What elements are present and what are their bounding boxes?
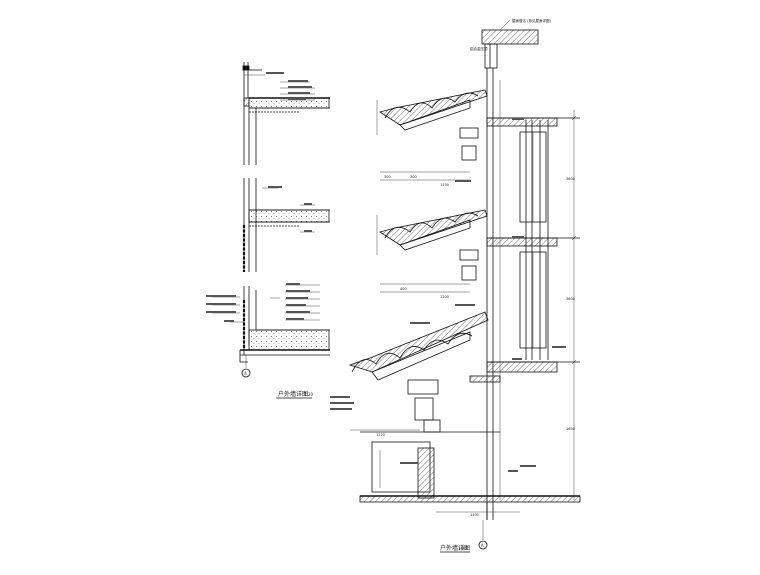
left-annotations [206, 72, 312, 322]
left-grid-mark: A [244, 371, 247, 376]
dim-v-c: 1650 [566, 427, 575, 431]
left-detail-scale: 1:20 [304, 392, 313, 397]
dim-h3: 1220 [376, 433, 385, 437]
dim-h1-a: 300 [384, 175, 391, 179]
dim-h2-a: 400 [400, 287, 407, 291]
dim-h2-b: 1200 [440, 295, 449, 299]
left-wall-detail [212, 62, 330, 399]
right-grid-mark: A [481, 543, 484, 548]
left-detail-title: 户外墙详图 [278, 390, 308, 398]
dim-v-a: 3600 [566, 177, 575, 181]
dim-v-b: 3600 [566, 297, 575, 301]
cap-label: 铝合金压顶 [470, 46, 488, 51]
dim-h1-b: 300 [410, 175, 417, 179]
right-annotations [330, 118, 566, 472]
right-detail-scale: 1:20 [458, 546, 467, 551]
dim-h1-c: 1150 [440, 183, 449, 187]
bottom-dim: 1400 [470, 513, 479, 517]
top-parapet-label: 屋面做法 (参见屋面详图) [512, 18, 551, 23]
right-wall-detail [348, 19, 581, 553]
right-detail-title: 户外墙详图 [440, 544, 470, 552]
